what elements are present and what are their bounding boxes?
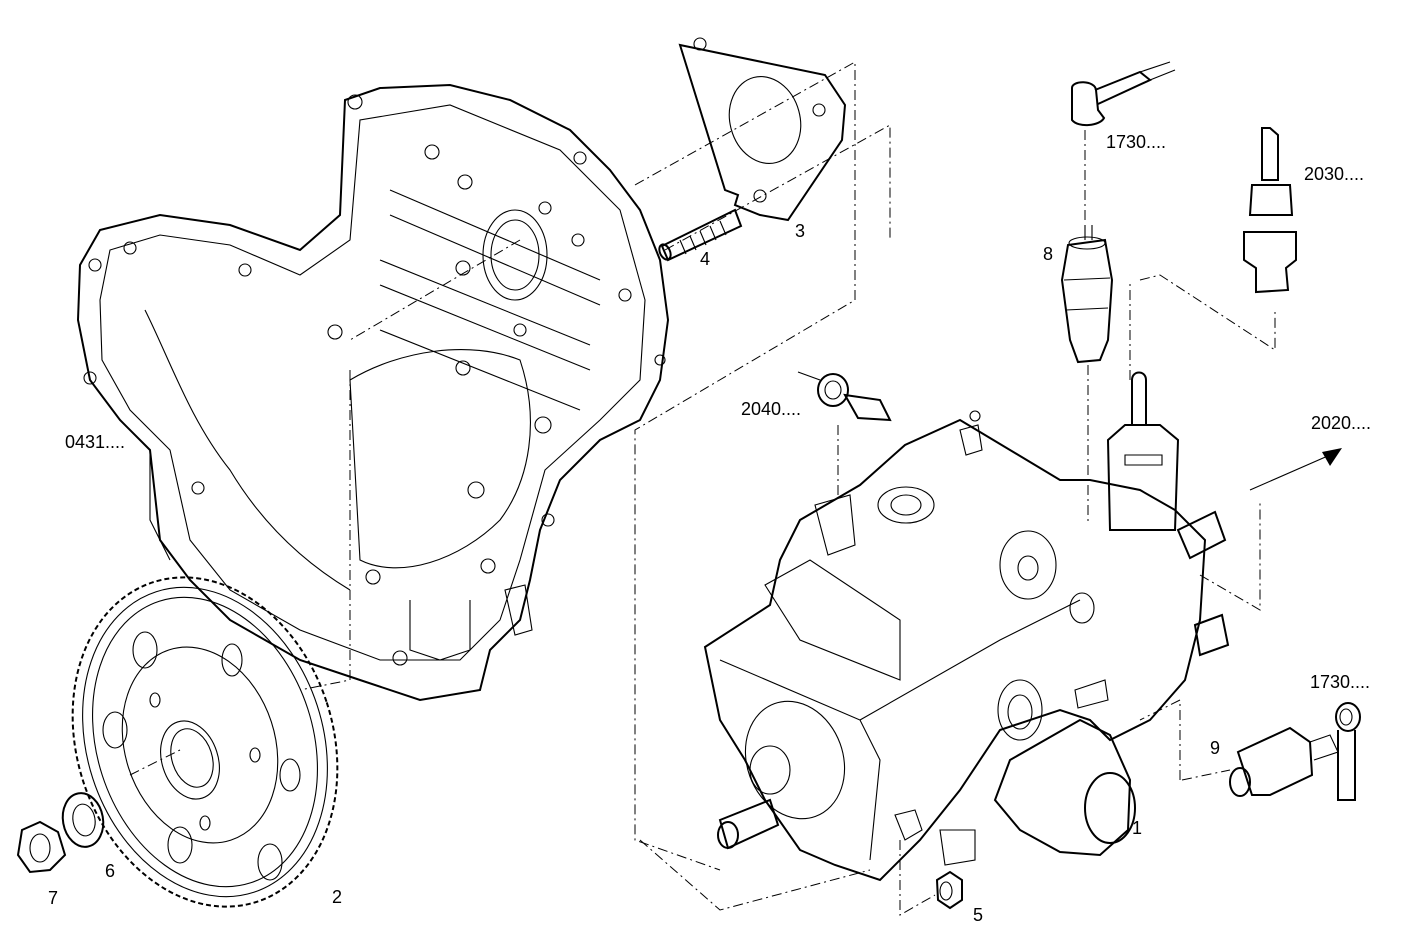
reference-1730-top: 1730.... <box>1106 132 1167 152</box>
callout-1: 1 <box>1132 818 1143 838</box>
reference-0431: 0431.... <box>65 432 126 452</box>
assembly-lines <box>129 61 1276 916</box>
reference-2020: 2020.... <box>1311 413 1372 433</box>
direction-arrow <box>1249 448 1342 491</box>
hex-nut <box>16 820 67 874</box>
small-nut <box>935 870 963 910</box>
connector-top <box>1071 61 1176 126</box>
callout-3: 3 <box>795 221 806 241</box>
washer <box>61 792 105 848</box>
timing-cover-housing <box>76 83 670 702</box>
callout-2: 2 <box>332 887 343 907</box>
callout-8: 8 <box>1043 244 1054 264</box>
banjo-fitting <box>797 371 892 422</box>
gear <box>71 576 339 908</box>
injection-pump <box>703 371 1230 882</box>
reference-2030: 2030.... <box>1304 164 1365 184</box>
callout-5: 5 <box>973 905 984 925</box>
connector-bottom <box>1335 702 1361 801</box>
solenoid-valve <box>1060 225 1114 364</box>
reference-2040: 2040.... <box>741 399 802 419</box>
gasket <box>678 37 847 222</box>
callout-6: 6 <box>105 861 116 881</box>
pressure-sensor <box>1229 726 1339 797</box>
reference-1730-bottom: 1730.... <box>1310 672 1371 692</box>
temperature-sensor <box>1243 127 1297 294</box>
callout-7: 7 <box>48 888 59 908</box>
stud <box>658 208 743 262</box>
callout-9: 9 <box>1210 738 1221 758</box>
callout-4: 4 <box>700 249 711 269</box>
